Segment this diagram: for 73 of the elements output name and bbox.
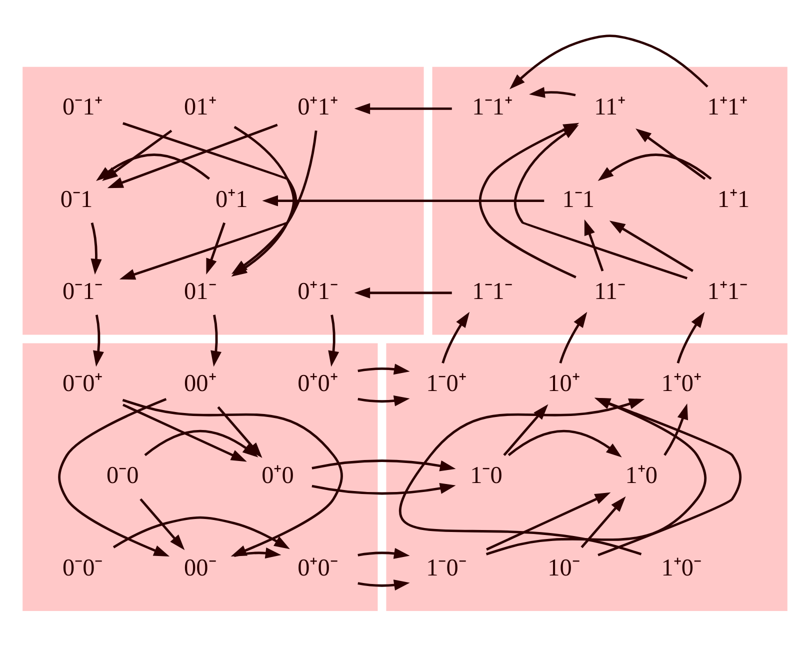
arrow [210, 314, 222, 367]
cluster [432, 66, 788, 335]
cluster [386, 343, 788, 612]
arrow [486, 492, 611, 551]
node-text: 1⁻1 [562, 186, 594, 213]
node-text: 0⁺1⁺ [298, 94, 338, 121]
arrow [354, 103, 452, 114]
node-text: 1⁺1⁺ [707, 94, 748, 121]
node-text: 1⁺1 [717, 186, 750, 213]
arrow [328, 314, 340, 367]
node-text: 0⁻0⁻ [62, 554, 103, 582]
arrow [119, 122, 298, 280]
arrow [636, 128, 706, 180]
node-text: 00⁺ [184, 370, 216, 398]
node-text: 1⁻0⁺ [426, 370, 466, 398]
node-text: 1⁻1⁻ [472, 278, 512, 305]
arrow [664, 404, 688, 456]
arrow [206, 222, 226, 274]
node-text: 1⁻0 [470, 462, 502, 490]
arrow [234, 548, 282, 558]
arrow [510, 34, 708, 90]
node-text: 11⁻ [594, 278, 626, 305]
arrow [508, 430, 622, 458]
node-text: 0⁻1⁻ [62, 278, 103, 305]
arrow [358, 364, 410, 406]
node-text: 0⁺1⁻ [298, 278, 338, 305]
node-text: 01⁺ [184, 94, 216, 121]
arrow [598, 154, 712, 182]
arrow [676, 312, 705, 364]
arrow [609, 220, 694, 272]
arrow [580, 496, 626, 548]
arrow [112, 516, 290, 550]
arrow [529, 86, 576, 98]
node-text: 1⁺0⁻ [661, 554, 702, 582]
node-text: 0⁺0 [262, 462, 294, 490]
node-text: 1⁻1⁺ [472, 94, 512, 121]
node-text: 0⁻1 [60, 186, 93, 213]
arrow [514, 124, 688, 280]
arrow [354, 287, 452, 298]
arrow [107, 124, 278, 188]
node-text: 0⁻1⁺ [62, 94, 103, 121]
arrow [312, 460, 456, 495]
arrow [140, 498, 185, 550]
cluster [22, 66, 424, 335]
arrow [90, 222, 102, 275]
node-text: 10⁺ [548, 370, 580, 398]
arrow [594, 398, 742, 556]
node-text: 11⁺ [594, 94, 626, 121]
arrow [93, 314, 104, 367]
node-text: 0⁺0⁺ [298, 370, 338, 398]
node-text: 0⁺0⁻ [298, 554, 338, 582]
node-text: 0⁻0⁺ [62, 370, 103, 398]
node-text: 0⁺1 [216, 186, 248, 213]
arrow [442, 312, 470, 364]
node-text: 0⁻0 [106, 462, 139, 490]
arrow [122, 404, 247, 462]
node-text: 1⁺0⁺ [661, 370, 702, 398]
node-text: 1⁻0⁻ [426, 554, 466, 582]
arrow [144, 430, 258, 458]
node-text: 01⁻ [184, 278, 216, 305]
arrow [486, 398, 706, 556]
arrow [358, 548, 410, 591]
node-text: 1⁺1⁻ [707, 278, 748, 305]
cluster [22, 343, 378, 612]
arrow [559, 312, 588, 364]
node-text: 10⁻ [548, 554, 580, 582]
arrow [231, 130, 318, 274]
arrow [584, 219, 604, 272]
arrow [262, 195, 544, 206]
node-text: 00⁻ [184, 554, 216, 582]
node-text: 1⁺0 [625, 462, 658, 490]
arrow [399, 398, 645, 556]
arrow [58, 398, 170, 557]
